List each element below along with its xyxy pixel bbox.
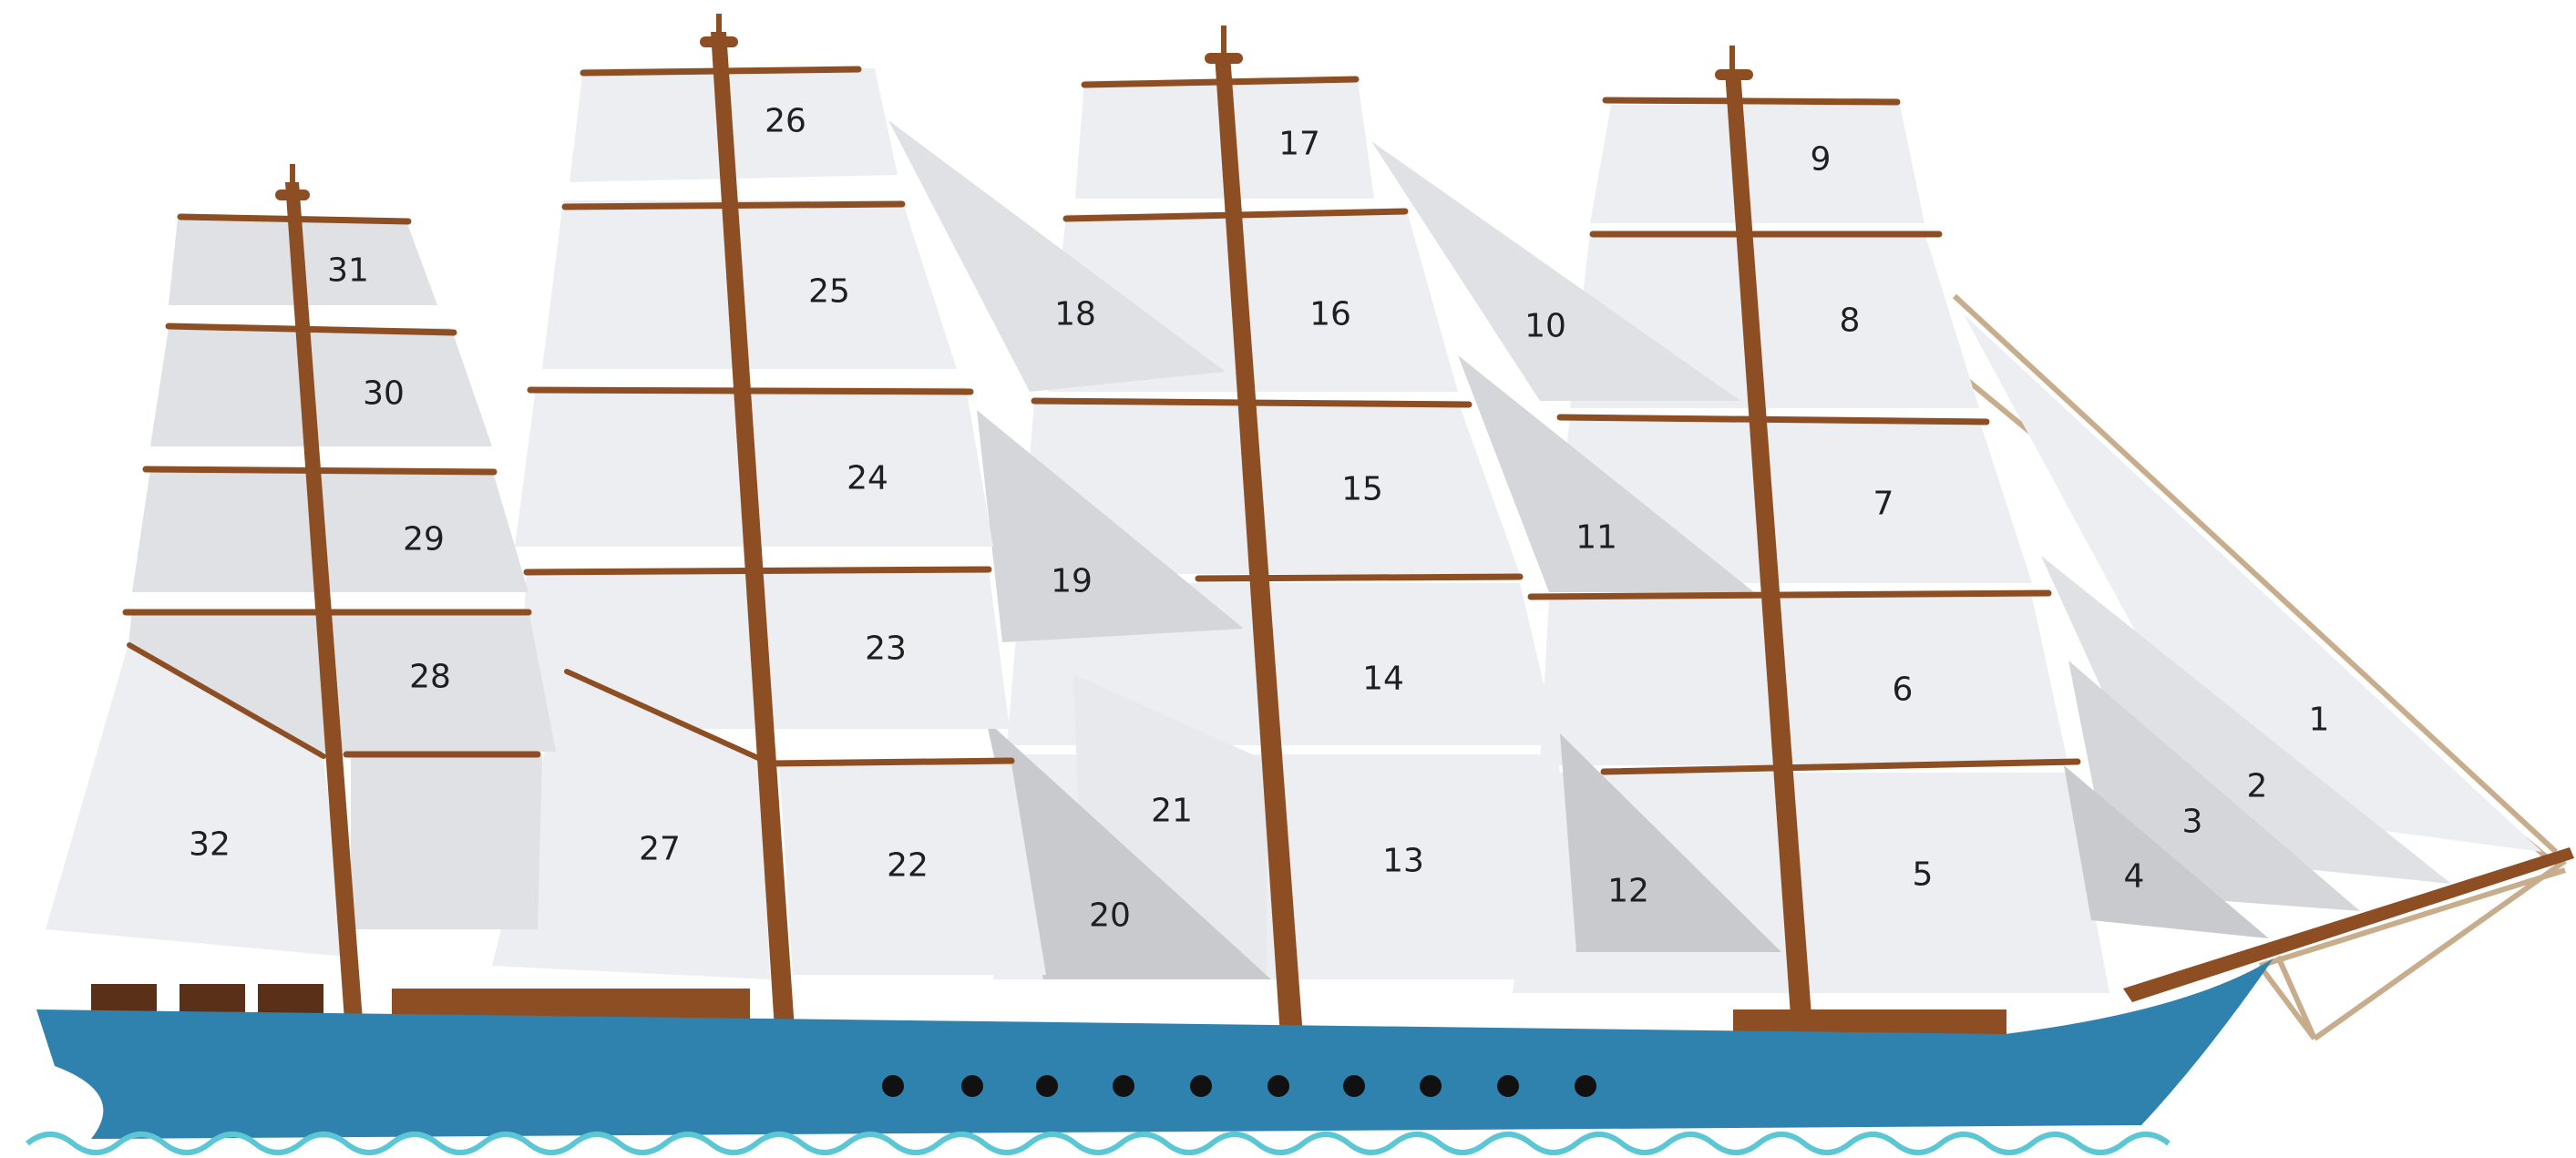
sail-label-4: 4 bbox=[2124, 858, 2145, 896]
porthole bbox=[961, 1075, 983, 1097]
sail-label-5: 5 bbox=[1913, 856, 1934, 894]
sail-label-21: 21 bbox=[1151, 793, 1193, 830]
porthole bbox=[1113, 1075, 1134, 1097]
porthole bbox=[1420, 1075, 1442, 1097]
sail-label-25: 25 bbox=[808, 273, 850, 311]
sail-label-13: 13 bbox=[1382, 843, 1424, 880]
porthole bbox=[1497, 1075, 1519, 1097]
sail-label-17: 17 bbox=[1278, 126, 1320, 163]
sail-29 bbox=[132, 469, 529, 592]
sail-label-32: 32 bbox=[189, 826, 231, 864]
sail-label-9: 9 bbox=[1811, 141, 1832, 179]
sail-label-30: 30 bbox=[363, 375, 405, 413]
sail-label-23: 23 bbox=[865, 630, 907, 668]
sail-label-31: 31 bbox=[327, 252, 369, 290]
porthole bbox=[1190, 1075, 1212, 1097]
sail-9 bbox=[1590, 105, 1924, 223]
porthole bbox=[1267, 1075, 1289, 1097]
sail-label-18: 18 bbox=[1054, 296, 1096, 333]
sail-label-24: 24 bbox=[847, 460, 888, 497]
sail-label-8: 8 bbox=[1840, 302, 1861, 340]
porthole bbox=[1036, 1075, 1058, 1097]
sail-label-15: 15 bbox=[1341, 471, 1383, 508]
sail-label-16: 16 bbox=[1309, 296, 1351, 333]
sail-label-11: 11 bbox=[1575, 519, 1617, 557]
porthole bbox=[1575, 1075, 1596, 1097]
sail-25 bbox=[542, 200, 957, 369]
sail-label-6: 6 bbox=[1893, 671, 1914, 709]
sail-label-10: 10 bbox=[1524, 308, 1566, 345]
sail-label-2: 2 bbox=[2247, 768, 2268, 805]
sail-label-20: 20 bbox=[1089, 897, 1131, 935]
sail-label-3: 3 bbox=[2182, 804, 2203, 841]
sail-32-shade bbox=[351, 756, 542, 929]
sail-label-7: 7 bbox=[1873, 486, 1894, 523]
sail-6 bbox=[1540, 597, 2068, 765]
sail-label-12: 12 bbox=[1607, 873, 1649, 910]
porthole bbox=[882, 1075, 904, 1097]
sail-30 bbox=[150, 328, 492, 446]
sail-label-27: 27 bbox=[639, 831, 681, 868]
porthole bbox=[1343, 1075, 1365, 1097]
sail-label-19: 19 bbox=[1051, 563, 1093, 600]
sail-label-22: 22 bbox=[887, 847, 929, 885]
sail-label-29: 29 bbox=[403, 521, 445, 559]
sail-label-1: 1 bbox=[2309, 702, 2330, 739]
sail-label-26: 26 bbox=[765, 103, 806, 140]
sail-label-28: 28 bbox=[409, 659, 451, 696]
sail-label-14: 14 bbox=[1362, 661, 1404, 698]
